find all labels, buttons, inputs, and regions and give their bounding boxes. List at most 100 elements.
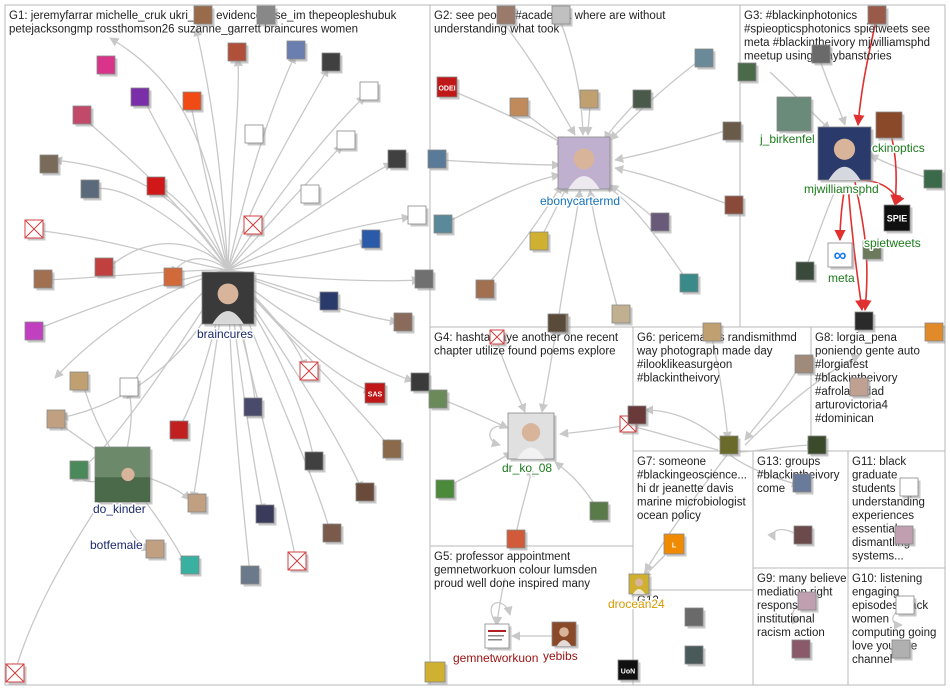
- node-67[interactable]: [811, 44, 833, 66]
- node-19[interactable]: [24, 219, 46, 241]
- node-9[interactable]: [359, 81, 381, 103]
- node-14[interactable]: [80, 179, 102, 201]
- node-81[interactable]: [702, 322, 724, 344]
- node-48[interactable]: [496, 5, 518, 27]
- node-mjwilliamsphd[interactable]: [817, 126, 874, 183]
- node-84[interactable]: [719, 435, 741, 457]
- node-68[interactable]: [737, 62, 759, 84]
- node-27[interactable]: [393, 312, 415, 334]
- node-91[interactable]: [793, 525, 815, 547]
- node-34[interactable]: [46, 409, 68, 431]
- node-64[interactable]: [776, 96, 814, 134]
- node-39[interactable]: [355, 482, 377, 504]
- node-77[interactable]: [435, 479, 457, 501]
- node-11[interactable]: [244, 124, 266, 146]
- node-51[interactable]: [509, 97, 531, 119]
- node-1[interactable]: [96, 55, 118, 77]
- node-uon[interactable]: UoN: [617, 659, 641, 683]
- node-71[interactable]: [862, 240, 884, 262]
- node-sas[interactable]: SAS: [364, 382, 388, 406]
- node-69[interactable]: [923, 169, 945, 191]
- node-63[interactable]: [611, 304, 633, 326]
- node-dr-ko-08[interactable]: [507, 412, 557, 462]
- node-74[interactable]: [547, 313, 569, 335]
- node-drocean24[interactable]: [628, 573, 652, 597]
- node-16[interactable]: [387, 149, 409, 171]
- node-36[interactable]: [382, 439, 404, 461]
- node-23[interactable]: [94, 257, 116, 279]
- node-yeyebibs[interactable]: [551, 621, 579, 649]
- node-21[interactable]: [361, 229, 383, 251]
- node-gemnetworkuon[interactable]: [484, 623, 512, 651]
- node-96[interactable]: [684, 607, 706, 629]
- node-65[interactable]: [875, 111, 905, 141]
- node-32[interactable]: [119, 377, 141, 399]
- node-72[interactable]: [854, 311, 876, 333]
- node-70[interactable]: [795, 261, 817, 283]
- node-82[interactable]: [794, 354, 816, 376]
- node-7[interactable]: [286, 40, 308, 62]
- node-58[interactable]: [650, 212, 672, 234]
- node-75[interactable]: [428, 389, 450, 411]
- node-meta-logo[interactable]: ∞: [827, 242, 855, 270]
- node-38[interactable]: [69, 460, 91, 482]
- node-do-kinder[interactable]: [94, 446, 153, 505]
- node-93[interactable]: [791, 639, 813, 661]
- node-ebonycartermd[interactable]: [557, 136, 613, 192]
- node-87[interactable]: [849, 377, 871, 399]
- node-15[interactable]: [146, 176, 168, 198]
- node-35[interactable]: [169, 420, 191, 442]
- node-6[interactable]: [227, 42, 249, 64]
- node-spie[interactable]: SPIE: [883, 204, 913, 234]
- node-95[interactable]: [891, 639, 913, 661]
- node-25[interactable]: [414, 269, 436, 291]
- node-92[interactable]: [797, 591, 819, 613]
- node-61[interactable]: [679, 273, 701, 295]
- node-l-badge[interactable]: L: [663, 533, 687, 557]
- node-8[interactable]: [321, 52, 343, 74]
- node-20[interactable]: [243, 215, 265, 237]
- node-31[interactable]: [69, 371, 91, 393]
- node-46[interactable]: [240, 565, 262, 587]
- node-13[interactable]: [39, 154, 61, 176]
- node-44[interactable]: [180, 555, 202, 577]
- node-60[interactable]: [475, 279, 497, 301]
- node-49[interactable]: [551, 5, 573, 27]
- node-66[interactable]: [867, 5, 889, 27]
- node-26[interactable]: [319, 291, 341, 313]
- node-86[interactable]: [924, 322, 946, 344]
- node-22[interactable]: [33, 269, 55, 291]
- node-40[interactable]: [187, 493, 209, 515]
- node-55[interactable]: [427, 149, 449, 171]
- node-89[interactable]: [899, 477, 921, 499]
- node-94[interactable]: [895, 595, 917, 617]
- node-18[interactable]: [407, 205, 429, 227]
- node-4[interactable]: [130, 87, 152, 109]
- node-85[interactable]: [807, 435, 829, 457]
- node-54[interactable]: [722, 121, 744, 143]
- node-30[interactable]: [410, 372, 432, 394]
- node-37[interactable]: [304, 451, 326, 473]
- node-45[interactable]: [287, 551, 309, 573]
- node-24[interactable]: [163, 267, 185, 289]
- node-53[interactable]: [632, 89, 654, 111]
- node-2[interactable]: [193, 5, 215, 27]
- node-odei[interactable]: ODEI: [436, 76, 460, 100]
- node-97[interactable]: [684, 645, 706, 667]
- node-42[interactable]: [322, 523, 344, 545]
- node-3[interactable]: [256, 5, 278, 27]
- node-28[interactable]: [24, 321, 46, 343]
- node-88[interactable]: [792, 473, 814, 495]
- node-50[interactable]: [694, 48, 716, 70]
- node-52[interactable]: [579, 89, 601, 111]
- node-90[interactable]: [894, 525, 916, 547]
- node-83[interactable]: [627, 405, 649, 427]
- node-78[interactable]: [589, 501, 611, 523]
- node-47[interactable]: [5, 663, 27, 685]
- node-56[interactable]: [724, 195, 746, 217]
- node-41[interactable]: [255, 504, 277, 526]
- node-73[interactable]: [489, 329, 507, 347]
- node-29[interactable]: [299, 361, 321, 383]
- node-10[interactable]: [72, 105, 94, 127]
- node-17[interactable]: [300, 184, 322, 206]
